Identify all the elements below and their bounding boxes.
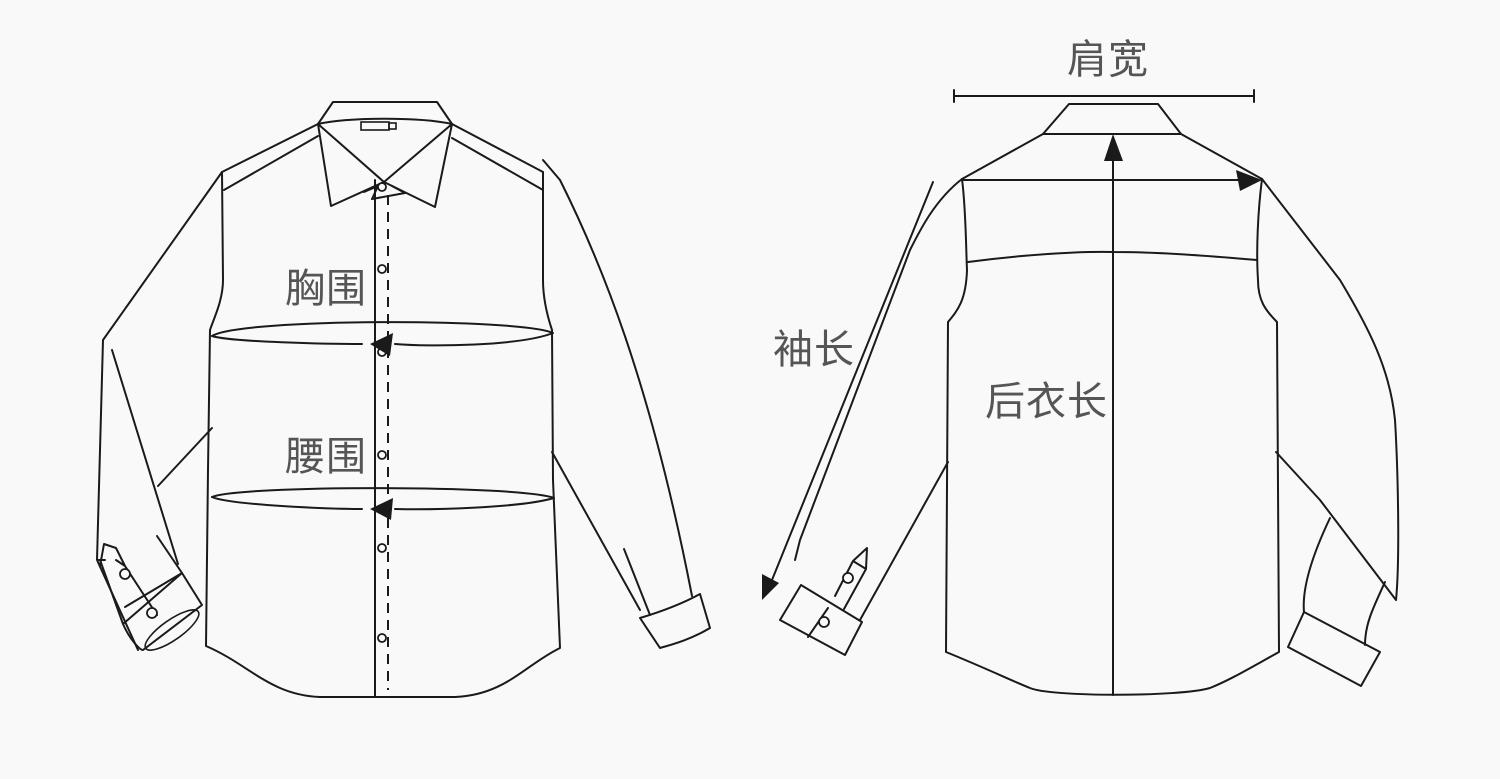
waist-label: 腰围 bbox=[285, 434, 367, 480]
shoulder-arrow-icon bbox=[1236, 170, 1262, 191]
front-collar-stand bbox=[317, 101, 453, 125]
front-left-cuff bbox=[99, 535, 203, 651]
chest-label: 胸围 bbox=[285, 266, 367, 312]
sleeve-length-marker bbox=[762, 181, 934, 600]
waist-arrow-icon bbox=[370, 498, 393, 520]
shoulder-width-label: 肩宽 bbox=[1067, 37, 1149, 83]
shirt-button-icon bbox=[377, 543, 387, 553]
shirt-button-icon bbox=[377, 450, 387, 460]
shirt-button-icon bbox=[377, 264, 387, 274]
front-right-sleeve bbox=[542, 159, 693, 616]
front-left-sleeve bbox=[96, 171, 223, 651]
back-length-arrow-icon bbox=[1104, 134, 1123, 161]
front-right-shoulder bbox=[451, 123, 544, 191]
shoulder-line-marker bbox=[961, 170, 1262, 191]
back-right-sleeve bbox=[1261, 178, 1400, 601]
cuff-button-icon bbox=[119, 568, 131, 580]
collar-tag-icon bbox=[360, 121, 390, 131]
front-collar-right-wing bbox=[383, 123, 453, 208]
shoulder-width-marker bbox=[953, 89, 1255, 103]
front-left-cuff-placket bbox=[99, 543, 158, 616]
front-right-cuff bbox=[639, 593, 711, 649]
shirt-button-icon bbox=[377, 182, 387, 192]
cuff-button-icon bbox=[842, 572, 854, 584]
waist-measurement-marker bbox=[211, 487, 555, 520]
back-left-sleeve bbox=[794, 178, 963, 621]
back-right-cuff bbox=[1287, 611, 1381, 687]
back-length-marker bbox=[1104, 134, 1123, 696]
front-shirt bbox=[96, 101, 711, 698]
cuff-button-icon bbox=[146, 607, 158, 619]
back-body-outline bbox=[945, 178, 1280, 696]
sleeve-length-label: 袖长 bbox=[773, 327, 855, 373]
chest-arrow-icon bbox=[370, 333, 393, 356]
back-shoulders bbox=[961, 133, 1263, 180]
sleeve-arrow-icon bbox=[762, 574, 779, 600]
front-body-outline bbox=[205, 171, 561, 698]
front-left-shoulder bbox=[221, 123, 319, 191]
back-length-label: 后衣长 bbox=[985, 379, 1108, 425]
back-left-cuff bbox=[779, 584, 863, 656]
chest-measurement-marker bbox=[211, 321, 554, 356]
back-collar bbox=[1042, 103, 1182, 135]
back-shirt bbox=[762, 89, 1400, 696]
front-collar-left-wing bbox=[317, 123, 385, 207]
shirt-button-icon bbox=[377, 633, 387, 643]
cuff-button-icon bbox=[818, 616, 830, 628]
